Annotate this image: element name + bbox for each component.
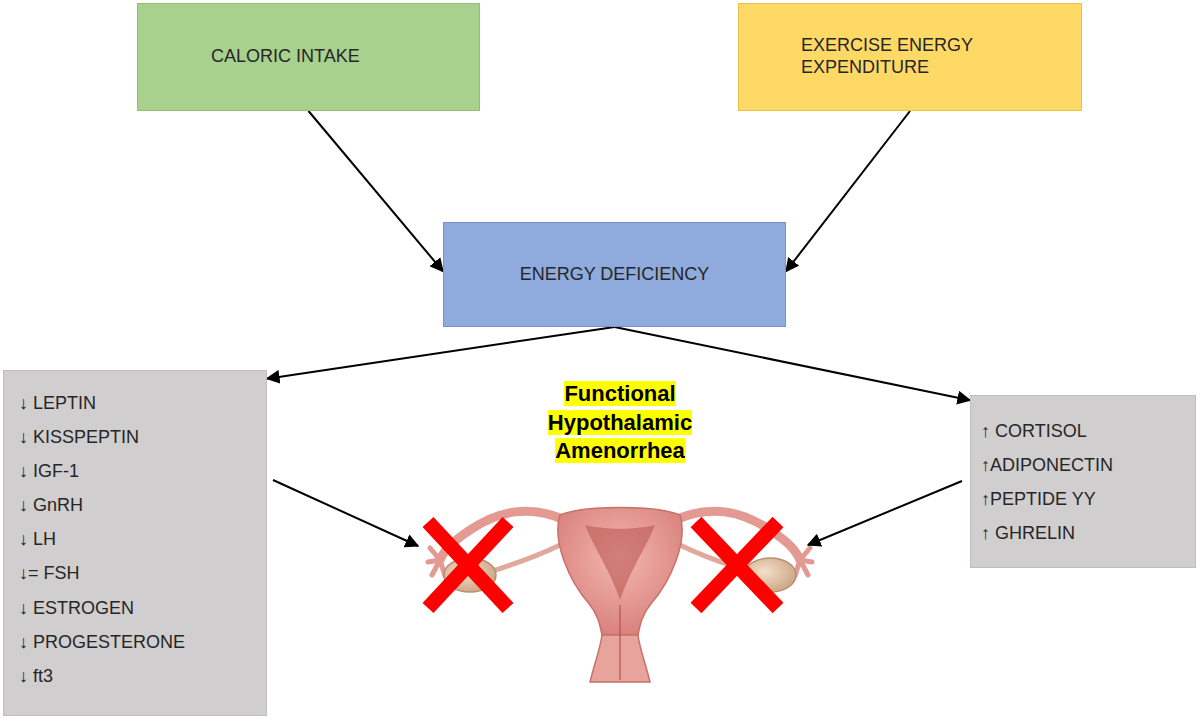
list-item: ↓ ESTROGEN xyxy=(19,598,134,620)
box-label: EXERCISE ENERGY EXPENDITURE xyxy=(801,35,1011,78)
list-item: ↓ IGF-1 xyxy=(19,461,79,483)
input-box: CALORIC INTAKE xyxy=(137,3,480,111)
process-box: ENERGY DEFICIENCY xyxy=(443,222,786,327)
list-item: ↓= FSH xyxy=(19,563,80,585)
list-item: ↓ LH xyxy=(19,529,56,551)
list-item: ↑ADIPONECTIN xyxy=(981,455,1113,477)
diagram-title-label: Functional Hypothalamic Amenorrhea xyxy=(520,380,720,466)
uterus-illustration xyxy=(428,508,812,683)
list-item: ↓ KISSPEPTIN xyxy=(19,427,139,449)
cross-mark xyxy=(428,522,778,608)
flow-arrow xyxy=(309,111,444,271)
input-box: EXERCISE ENERGY EXPENDITURE xyxy=(738,3,1082,111)
list-item: ↓ PROGESTERONE xyxy=(19,632,185,654)
hormone-list-box: ↓ LEPTIN ↓ KISSPEPTIN ↓ IGF-1 ↓ GnRH ↓ LH ↓= … xyxy=(3,370,267,716)
pointer-arrow xyxy=(808,481,962,545)
flow-arrow xyxy=(786,111,910,271)
list-item: ↓ GnRH xyxy=(19,495,83,517)
list-item: ↓ LEPTIN xyxy=(19,393,96,415)
list-item: ↑ CORTISOL xyxy=(981,421,1087,443)
highlighted-title: Functional Hypothalamic Amenorrhea xyxy=(548,381,692,463)
box-label: ENERGY DEFICIENCY xyxy=(520,264,710,286)
hormone-list-box: ↑ CORTISOL ↑ADIPONECTIN ↑PEPTIDE YY ↑ GHREL… xyxy=(970,395,1196,568)
list-item: ↓ ft3 xyxy=(19,666,53,688)
box-label: CALORIC INTAKE xyxy=(211,46,360,68)
flow-arrow xyxy=(267,327,615,379)
pointer-arrow xyxy=(273,480,418,546)
list-item: ↑PEPTIDE YY xyxy=(981,489,1096,511)
list-item: ↑ GHRELIN xyxy=(981,523,1075,545)
